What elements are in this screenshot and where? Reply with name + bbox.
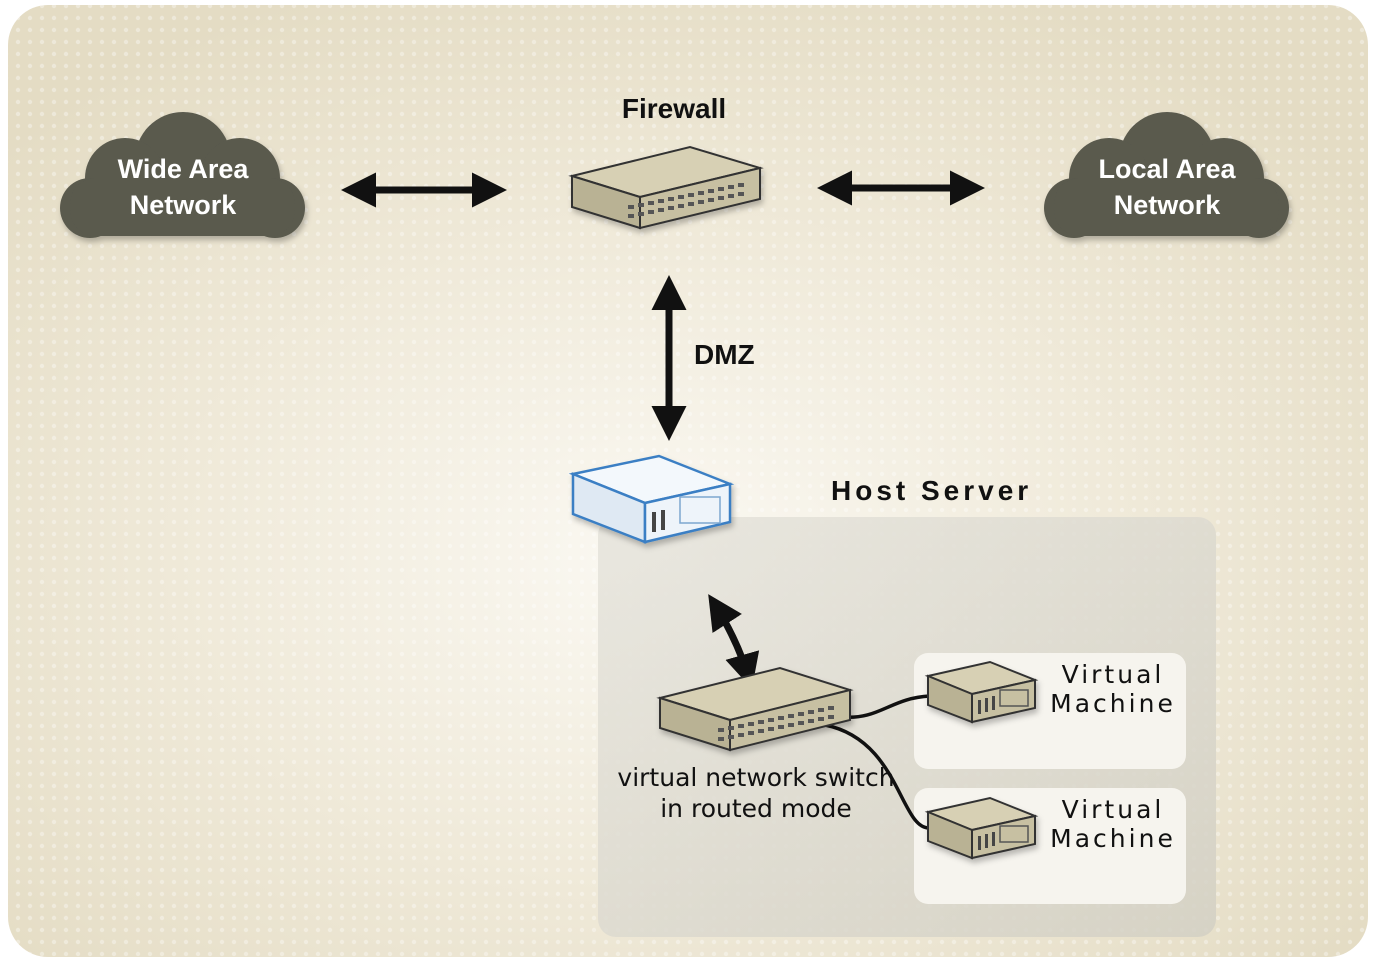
lan-cloud-icon xyxy=(1044,112,1289,238)
lan-label-line2: Network xyxy=(1114,190,1222,220)
firewall-icon xyxy=(568,145,764,230)
virtual-switch-icon xyxy=(656,666,854,752)
lan-label-line1: Local Area xyxy=(1098,154,1236,184)
wan-cloud-icon xyxy=(60,112,305,238)
firewall-label: Firewall xyxy=(622,93,726,124)
vm-1-label-line2: Machine xyxy=(1050,689,1176,718)
vm-2-label-line2: Machine xyxy=(1050,824,1176,853)
host-server-label: Host Server xyxy=(831,475,1032,506)
switch-caption-line2: in routed mode xyxy=(660,794,852,823)
server-switch-arrow xyxy=(708,594,760,689)
vm-2-icon xyxy=(924,796,1039,860)
wan-label-line1: Wide Area xyxy=(118,154,250,184)
switch-caption-line1: virtual network switch xyxy=(617,763,894,792)
vm-1-label-line1: Virtual xyxy=(1062,660,1165,689)
dmz-label: DMZ xyxy=(694,339,755,370)
server-icon xyxy=(568,454,735,544)
wan-label-line2: Network xyxy=(130,190,238,220)
cable-vm-2 xyxy=(824,723,931,830)
vm-1-icon xyxy=(924,660,1039,724)
vm-2-label-line1: Virtual xyxy=(1062,795,1165,824)
cable-vm-1 xyxy=(841,694,931,719)
